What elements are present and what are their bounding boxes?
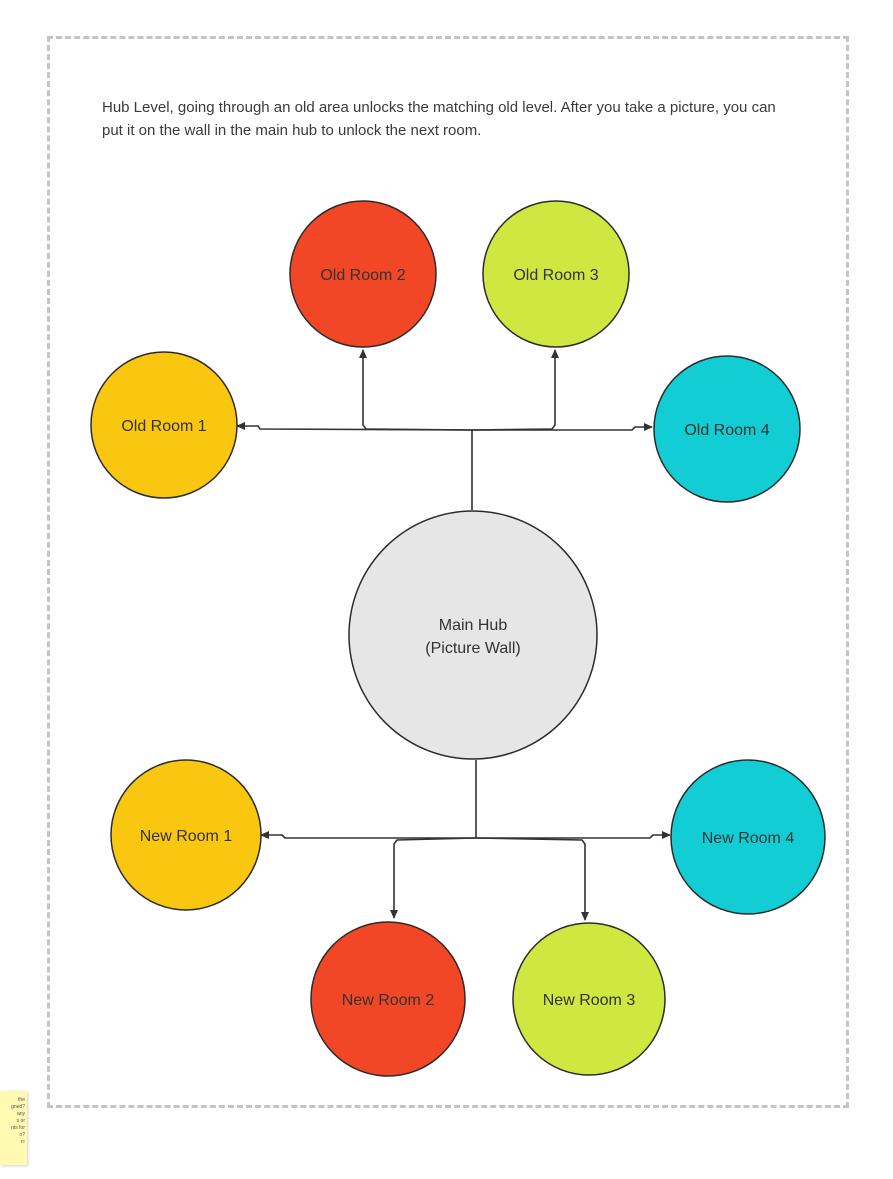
connectors-old-rooms xyxy=(236,349,653,510)
new-room-1-circle xyxy=(110,759,262,911)
main-hub-label-line-1: Main Hub xyxy=(439,617,508,634)
connector-hub-to-new-room-4[interactable] xyxy=(476,831,671,839)
node-old-room-3[interactable]: Old Room 3 xyxy=(482,200,630,348)
old-room-4-label: Old Room 4 xyxy=(684,422,769,439)
old-room-1-circle xyxy=(90,351,238,499)
connector-hub-to-old-room-2[interactable] xyxy=(359,349,473,431)
old-room-2-circle xyxy=(289,200,437,348)
sticky-note-text: the gned? any s or nts for n? n: xyxy=(11,1097,25,1145)
connector-hub-to-old-room-4[interactable] xyxy=(472,423,653,431)
node-new-room-3[interactable]: New Room 3 xyxy=(512,922,666,1076)
main-hub-circle xyxy=(348,510,598,760)
new-room-1-label: New Room 1 xyxy=(140,828,233,845)
new-room-4-circle xyxy=(670,759,826,915)
node-new-room-4[interactable]: New Room 4 xyxy=(670,759,826,915)
main-hub-label-line-2: (Picture Wall) xyxy=(425,640,520,657)
connector-hub-to-old-room-1[interactable] xyxy=(236,422,473,510)
old-room-3-circle xyxy=(482,200,630,348)
frame-dashed-border[interactable] xyxy=(47,36,849,1108)
description-text: Hub Level, going through an old area unl… xyxy=(102,99,776,139)
old-room-4-circle xyxy=(653,355,801,503)
new-room-3-label: New Room 3 xyxy=(543,992,636,1009)
connector-hub-to-new-room-3[interactable] xyxy=(475,837,589,921)
connector-hub-to-new-room-2[interactable] xyxy=(390,837,477,919)
node-new-room-2[interactable]: New Room 2 xyxy=(310,921,466,1077)
connector-hub-to-old-room-3[interactable] xyxy=(471,349,559,431)
node-new-room-1[interactable]: New Room 1 xyxy=(110,759,262,911)
node-main-hub[interactable]: Main Hub (Picture Wall) xyxy=(348,510,598,760)
old-room-3-label: Old Room 3 xyxy=(513,267,598,284)
node-old-room-1[interactable]: Old Room 1 xyxy=(90,351,238,499)
connectors-new-rooms xyxy=(260,760,671,921)
new-room-2-label: New Room 2 xyxy=(342,992,435,1009)
node-old-room-4[interactable]: Old Room 4 xyxy=(653,355,801,503)
node-old-room-2[interactable]: Old Room 2 xyxy=(289,200,437,348)
new-room-2-circle xyxy=(310,921,466,1077)
new-room-4-label: New Room 4 xyxy=(702,830,795,847)
connector-hub-to-new-room-1[interactable] xyxy=(260,760,477,839)
sticky-note[interactable]: the gned? any s or nts for n? n: xyxy=(0,1091,27,1165)
new-room-3-circle xyxy=(512,922,666,1076)
old-room-2-label: Old Room 2 xyxy=(320,267,405,284)
old-room-1-label: Old Room 1 xyxy=(121,418,206,435)
